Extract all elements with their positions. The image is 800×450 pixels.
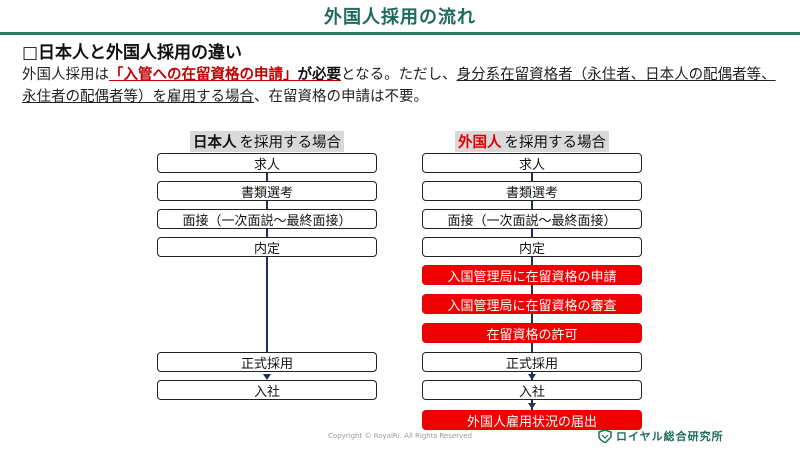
left-header-rest: を採用する場合 [239, 130, 344, 152]
footer-copyright: Copyright © RoyalRi. All Rights Reserved [328, 432, 472, 440]
right-step-visa-approval: 在留資格の許可 [422, 323, 642, 343]
logo-text: ロイヤル総合研究所 [616, 430, 724, 443]
right-step-visa-review: 入国管理局に在留資格の審査 [422, 294, 642, 314]
left-arrowhead [263, 374, 271, 380]
intro-underlined: 身分系在留資格者（永住者、日本人の配偶者等、永住者の配偶者等）を雇用する場合 [22, 67, 776, 105]
title-divider [0, 32, 800, 35]
intro-emphasis: 「入管への在留資格の申請」が必要 [109, 67, 341, 83]
left-step-interview: 面接（一次面説～最終面接） [157, 209, 377, 229]
intro-text-1: 外国人採用は [22, 67, 109, 83]
right-step-joining: 入社 [422, 380, 642, 400]
right-header-rest: を採用する場合 [504, 130, 609, 152]
right-arrowhead-1 [528, 374, 536, 380]
right-step-offer: 内定 [422, 237, 642, 257]
right-step-visa-application: 入国管理局に在留資格の申請 [422, 265, 642, 285]
company-logo: ロイヤル総合研究所 [598, 428, 724, 444]
intro-emphasis-black: が必要 [297, 67, 342, 83]
right-step-document-screening: 書類選考 [422, 181, 642, 201]
section-heading: □日本人と外国人採用の違い [22, 43, 243, 63]
left-step-job-posting: 求人 [157, 153, 377, 173]
page-title: 外国人採用の流れ [324, 7, 476, 28]
left-step-formal-hiring: 正式採用 [157, 352, 377, 372]
intro-text-3: 、在留資格の申請は不要。 [254, 89, 428, 105]
left-flow-connector [266, 173, 268, 355]
right-column-header: 外国人を採用する場合 [422, 130, 642, 152]
intro-text-2: となる。ただし、 [341, 67, 457, 83]
left-column-header: 日本人を採用する場合 [157, 130, 377, 152]
right-step-interview: 面接（一次面説～最終面接） [422, 209, 642, 229]
right-header-highlight: 外国人 [455, 130, 505, 152]
right-step-job-posting: 求人 [422, 153, 642, 173]
intro-emphasis-red: 「入管への在留資格の申請」 [109, 67, 298, 83]
page-title-bar: 外国人採用の流れ [0, 0, 800, 32]
left-step-offer: 内定 [157, 237, 377, 257]
crest-icon [598, 429, 612, 443]
right-step-formal-hiring: 正式採用 [422, 352, 642, 372]
left-header-highlight: 日本人 [190, 130, 240, 152]
right-step-employment-notification: 外国人雇用状況の届出 [422, 410, 642, 430]
intro-paragraph: 外国人採用は「入管への在留資格の申請」が必要となる。ただし、身分系在留資格者（永… [22, 64, 782, 108]
left-step-document-screening: 書類選考 [157, 181, 377, 201]
right-arrowhead-2 [528, 403, 536, 409]
left-step-joining: 入社 [157, 380, 377, 400]
